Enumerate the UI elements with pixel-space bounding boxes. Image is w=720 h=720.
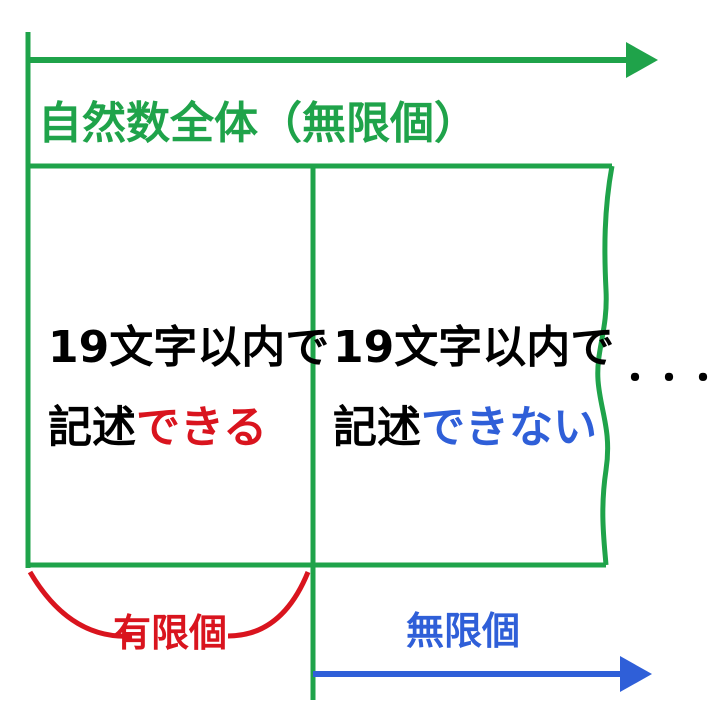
- box-wavy-right-edge: [595, 165, 615, 566]
- set-box: [28, 163, 615, 700]
- left-box-line1: 19文字以内で: [48, 322, 329, 373]
- header-title: 自然数全体（無限個）: [38, 98, 478, 149]
- finite-label: 有限個: [113, 611, 227, 655]
- continuation-ellipsis: ・・・: [618, 359, 720, 399]
- right-box-line1: 19文字以内で: [333, 322, 614, 373]
- left-box-line2-prefix: 記述: [48, 402, 136, 453]
- infinite-label: 無限個: [406, 609, 520, 653]
- bottom-blue-arrow: [313, 656, 652, 692]
- left-box-text: 19文字以内で 記述できる: [48, 322, 329, 453]
- top-green-arrow: [28, 42, 658, 78]
- finite-bracket-arc: [27, 570, 311, 639]
- right-box-line2: 記述できない: [333, 402, 597, 453]
- right-box-text: 19文字以内で 記述できない: [333, 322, 614, 453]
- right-box-line2-highlight: できない: [421, 402, 597, 453]
- left-box-line2-highlight: できる: [136, 402, 267, 453]
- right-box-line2-prefix: 記述: [333, 402, 421, 453]
- left-box-line2: 記述できる: [48, 402, 267, 453]
